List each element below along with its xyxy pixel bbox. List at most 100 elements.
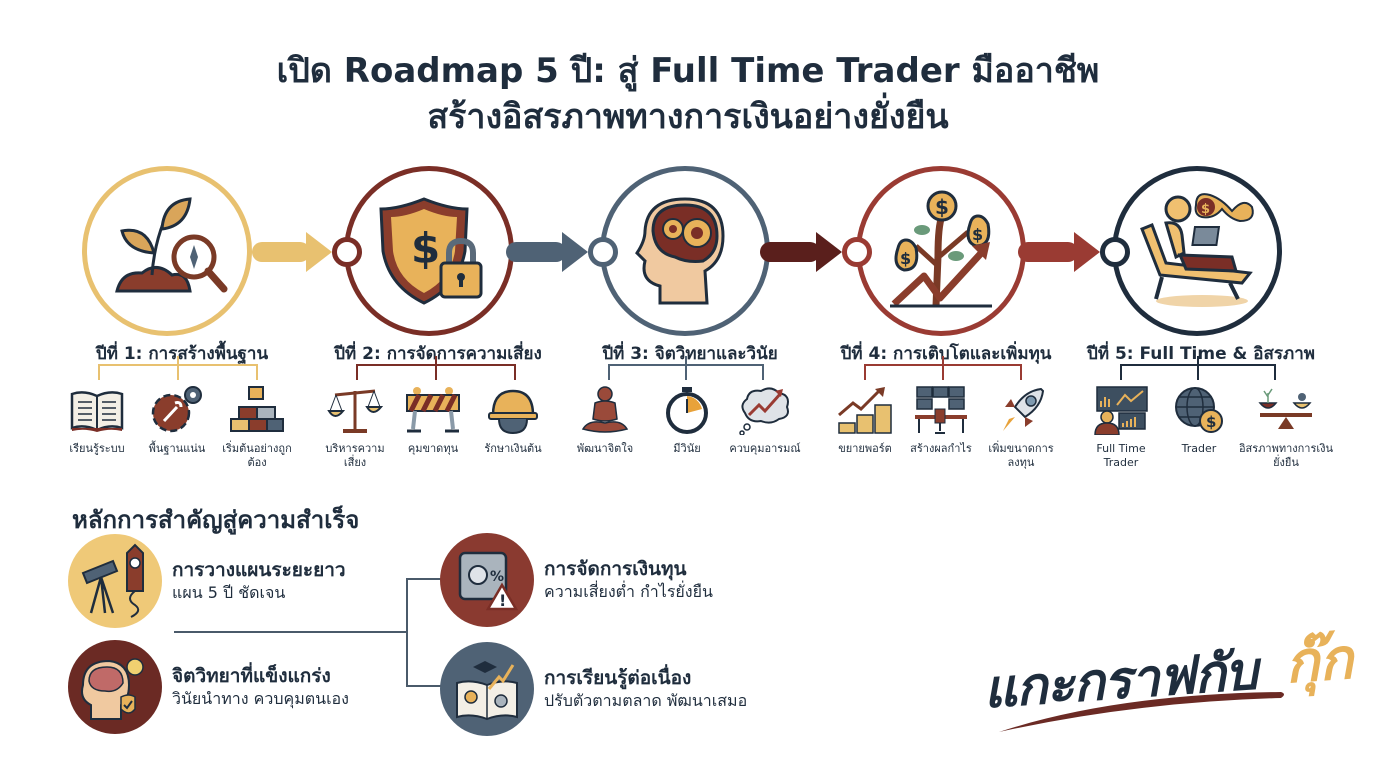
safe-warning-icon: %!: [458, 551, 519, 611]
sub-item-label: เพิ่มขนาดการลงทุน: [988, 442, 1054, 469]
year-2-bracket: [356, 356, 516, 380]
sub-item: เพิ่มขนาดการลงทุน: [982, 384, 1060, 470]
principles-connector-top: [406, 578, 444, 580]
thought-cloud-chart-icon: [739, 387, 789, 435]
year-3-bracket: [608, 356, 764, 380]
sub-item-label: บริหารความเสี่ยง: [325, 442, 385, 469]
principle-item: การเรียนรู้ต่อเนื่อง ปรับตัวตามตลาด พัฒน…: [440, 642, 747, 736]
year-3-title: ปีที่ 3: จิตวิทยาและวินัย: [602, 344, 778, 364]
arrow-1-to-2: [252, 232, 332, 272]
rocket-icon: [1003, 387, 1045, 431]
money-tree-growth-icon: $ $ $: [890, 190, 992, 308]
hard-hat-icon: [488, 389, 538, 435]
sub-item-label: ขยายพอร์ต: [838, 442, 892, 455]
balance-scale-icon: [327, 389, 383, 433]
sub-item-label: เริ่มต้นอย่างถูกต้อง: [222, 442, 292, 469]
svg-text:$: $: [1201, 202, 1210, 217]
sub-item: $ Trader: [1160, 384, 1238, 456]
globe-dollar-icon: $: [1175, 387, 1223, 433]
seedling-magnifier-compass-icon: [115, 197, 228, 293]
sub-item: พื้นฐานแน่น: [138, 384, 216, 456]
brain-bulb-shield-icon: [81, 658, 144, 720]
principles-connector-horizontal: [174, 631, 406, 633]
arrow-4-to-5: [1018, 232, 1100, 272]
title-line-2: สร้างอิสรภาพทางการเงินอย่างยั่งยืน: [427, 97, 949, 137]
barrier-icon: [406, 387, 460, 433]
principles-connector-bottom: [406, 685, 444, 687]
principle-title: การจัดการเงินทุน: [544, 558, 687, 580]
stage-2-circle: $: [344, 166, 514, 336]
coins-growth-icon: [838, 387, 892, 434]
arrow-3-to-4: [760, 232, 842, 272]
sub-item-label: พื้นฐานแน่น: [148, 442, 206, 455]
svg-text:$: $: [935, 195, 949, 219]
svg-text:!: !: [499, 591, 506, 610]
stopwatch-icon: [666, 387, 708, 434]
svg-text:$: $: [411, 224, 440, 273]
principle-desc: ความเสี่ยงต่ำ กำไรยั่งยืน: [544, 582, 713, 601]
year-5-bracket: [1120, 356, 1276, 380]
sub-item: อิสรภาพทางการเงินยั่งยืน: [1238, 384, 1334, 470]
sub-item: เริ่มต้นอย่างถูกต้อง: [218, 384, 296, 470]
sub-item: Full Time Trader: [1082, 384, 1160, 470]
sub-item: พัฒนาจิตใจ: [566, 384, 644, 456]
stage-5-node: [1100, 237, 1130, 267]
open-book-icon: [70, 391, 124, 432]
book-graduation-growth-icon: [456, 661, 518, 721]
page-title: เปิด Roadmap 5 ปี: สู่ Full Time Trader …: [0, 48, 1376, 140]
logo-text-accent: กุ๊ก: [1282, 626, 1356, 697]
principle-item: การวางแผนระยะยาว แผน 5 ปี ชัดเจน: [68, 534, 346, 628]
stage-4-circle: $ $ $: [856, 166, 1026, 336]
stage-1-circle: [82, 166, 252, 336]
stage-3-node: [588, 237, 618, 267]
sub-item-label: พัฒนาจิตใจ: [576, 442, 634, 455]
gear-wrench-icon: [151, 386, 202, 433]
sub-item-label: มีวินัย: [673, 442, 701, 455]
principle-title: การวางแผนระยะยาว: [172, 559, 346, 581]
year-4-bracket: [864, 356, 1022, 380]
sub-item-label: สร้างผลกำไร: [910, 442, 972, 455]
telescope-clocktower-icon: [81, 543, 144, 618]
stage-2-node: [332, 237, 362, 267]
year-2-title: ปีที่ 2: การจัดการความเสี่ยง: [334, 344, 542, 364]
sub-item-label: Trader: [1181, 442, 1217, 455]
principle-desc: วินัยนำทาง ควบคุมตนเอง: [172, 689, 349, 708]
svg-text:$: $: [1206, 413, 1216, 431]
trader-screens-icon: [1094, 386, 1148, 435]
sub-item-label: Full Time Trader: [1096, 442, 1146, 469]
year-5-title: ปีที่ 5: Full Time & อิสรภาพ: [1087, 344, 1315, 364]
sub-item: สร้างผลกำไร: [902, 384, 980, 456]
svg-text:%: %: [490, 569, 504, 585]
sub-item: ขยายพอร์ต: [826, 384, 904, 456]
sub-item-label: ควบคุมอารมณ์: [729, 442, 801, 455]
lounger-laptop-infinity-icon: $: [1140, 193, 1254, 307]
year-1-title: ปีที่ 1: การสร้างพื้นฐาน: [95, 344, 269, 364]
shield-dollar-lock-icon: $: [379, 197, 483, 305]
svg-text:$: $: [900, 249, 911, 268]
brand-logo: แกะกราฟกับ กุ๊ก: [975, 600, 1355, 740]
meditation-icon: [581, 386, 629, 433]
sub-item-label: รักษาเงินต้น: [484, 442, 542, 455]
principle-desc: ปรับตัวตามตลาด พัฒนาเสมอ: [544, 691, 748, 710]
sub-item: คุมขาดทุน: [394, 384, 472, 456]
arrow-2-to-3: [506, 232, 588, 272]
principle-title: จิตวิทยาที่แข็งแกร่ง: [172, 665, 331, 687]
principle-title: การเรียนรู้ต่อเนื่อง: [544, 667, 692, 689]
building-blocks-icon: [230, 386, 284, 432]
sub-item: รักษาเงินต้น: [474, 384, 552, 456]
principle-desc: แผน 5 ปี ชัดเจน: [172, 583, 286, 602]
year-1-bracket: [98, 356, 258, 380]
stage-3-circle: [600, 166, 770, 336]
sub-item: บริหารความเสี่ยง: [316, 384, 394, 470]
balance-plant-icon: [1258, 388, 1312, 429]
svg-text:$: $: [972, 225, 983, 244]
sub-item: มีวินัย: [648, 384, 726, 456]
principle-item: จิตวิทยาที่แข็งแกร่ง วินัยนำทาง ควบคุมตน…: [68, 640, 349, 734]
sub-item: ควบคุมอารมณ์: [726, 384, 804, 456]
sub-item-label: อิสรภาพทางการเงินยั่งยืน: [1238, 442, 1334, 469]
sub-item-label: เรียนรู้ระบบ: [69, 442, 125, 455]
sub-item-label: คุมขาดทุน: [407, 442, 459, 455]
title-line-1: เปิด Roadmap 5 ปี: สู่ Full Time Trader …: [276, 51, 1100, 91]
year-4-title: ปีที่ 4: การเติบโตและเพิ่มทุน: [840, 344, 1052, 364]
stage-5-circle: $: [1112, 166, 1282, 336]
